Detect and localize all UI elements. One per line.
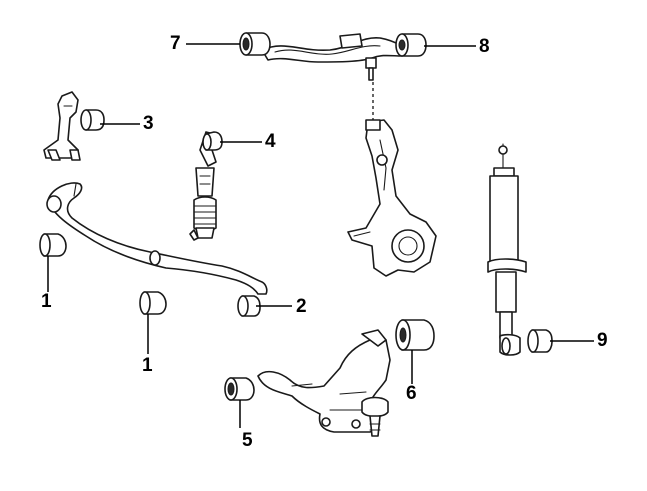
shock-absorber-bushing — [527, 329, 553, 353]
shock-absorber — [487, 143, 527, 356]
upper-control-arm — [261, 33, 403, 81]
stabilizer-bushing-1a — [39, 233, 67, 257]
callout-2: 2 — [296, 296, 307, 317]
lower-arm-bushing-6 — [395, 319, 435, 351]
tie-rod-bushing — [202, 131, 223, 151]
callout-4: 4 — [265, 131, 276, 152]
upper-arm-bushing-left — [239, 32, 271, 56]
callout-8: 8 — [479, 36, 490, 57]
callout-7: 7 — [170, 33, 181, 54]
lower-arm-bushing-5 — [224, 377, 255, 401]
callout-9: 9 — [597, 330, 608, 351]
lower-control-arm — [257, 329, 391, 433]
callout-5: 5 — [242, 430, 253, 451]
stabilizer-link — [43, 91, 81, 161]
callout-1a: 1 — [41, 291, 52, 312]
callout-6: 6 — [406, 383, 417, 404]
upper-arm-bushing-right — [395, 33, 427, 57]
stabilizer-bushing-1b — [139, 291, 167, 315]
callout-1b: 1 — [142, 355, 153, 376]
lower-ball-joint — [361, 396, 389, 437]
leader-lines — [47, 43, 594, 428]
stabilizer-link-bushing — [80, 109, 105, 131]
stabilizer-bar — [46, 182, 268, 295]
callout-3: 3 — [143, 113, 154, 134]
steering-knuckle — [347, 119, 437, 277]
stabilizer-bar-bushing — [237, 295, 261, 317]
